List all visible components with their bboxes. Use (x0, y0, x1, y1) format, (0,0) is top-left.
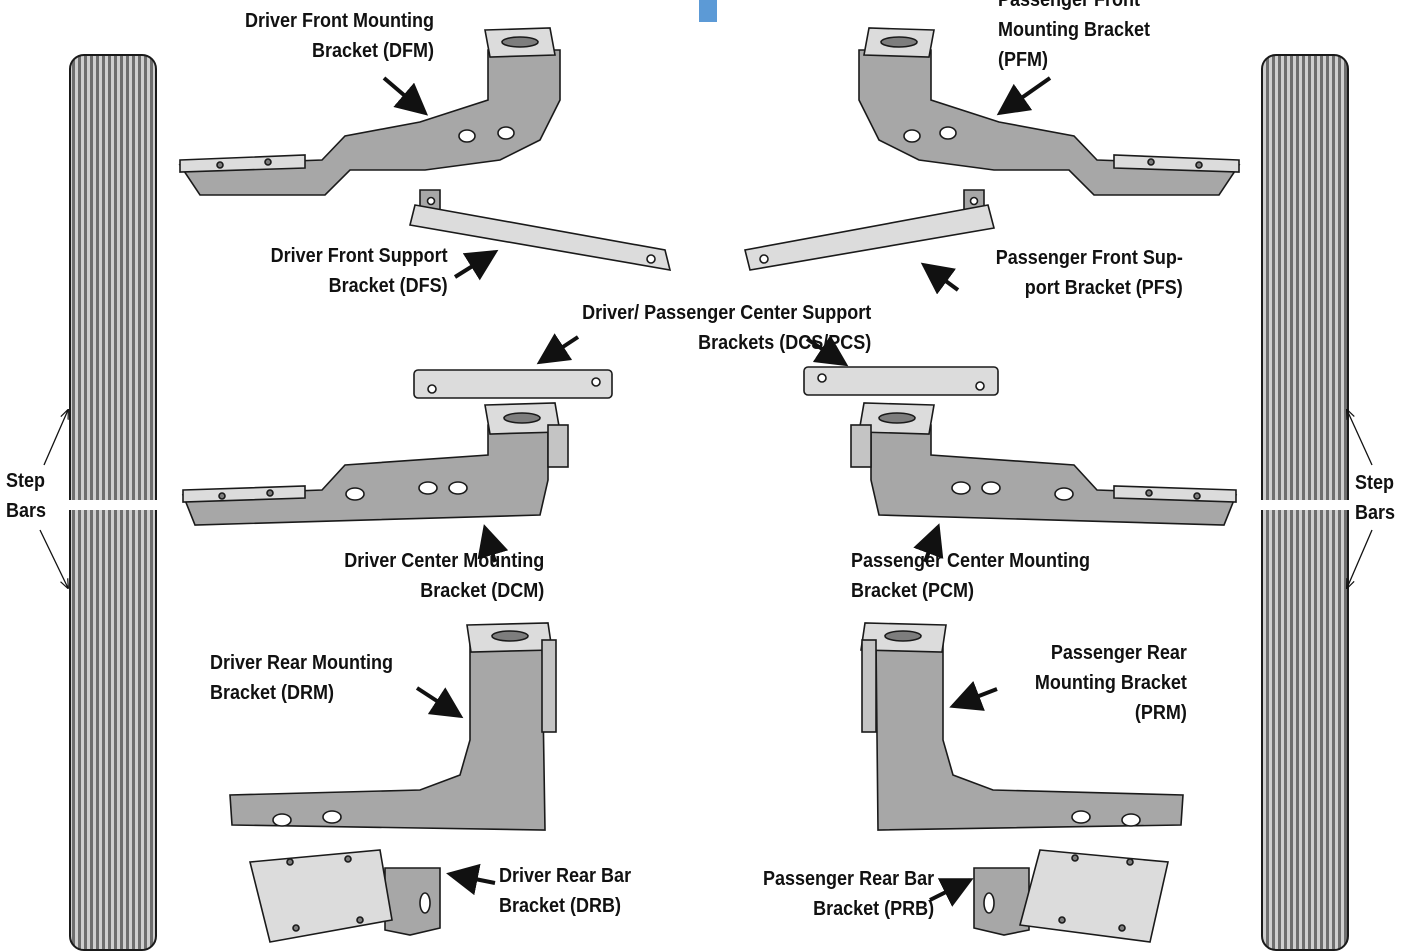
driver-center-support-bracket (413, 369, 613, 399)
arrow-dfm (382, 76, 429, 116)
step-bar-pointers (39, 410, 1373, 588)
label-arrows (382, 76, 1052, 907)
label-pfs: Passenger Front Sup-port Bracket (PFS) (995, 247, 1183, 299)
arrow-pcs (805, 335, 849, 367)
arrow-drm (415, 686, 464, 719)
accent-bar (699, 0, 717, 22)
arrow-drb (446, 863, 496, 896)
passenger-rear-bar-bracket (973, 849, 1169, 943)
arrow-dcm (477, 524, 509, 563)
passenger-rear-mounting-bracket (860, 622, 1184, 831)
arrow-dfs (453, 249, 499, 281)
driver-center-mounting-bracket (181, 402, 569, 526)
driver-front-mounting-bracket (178, 27, 561, 196)
step-arrow-left-up (43, 410, 68, 466)
driver-front-support-bracket (409, 189, 672, 271)
arrow-prm (949, 680, 998, 711)
step-bar-right (1258, 54, 1352, 951)
arrow-dcs (536, 333, 580, 365)
passenger-center-support-bracket (803, 366, 999, 396)
step-bar-left (66, 54, 160, 951)
step-arrow-right-down (1347, 529, 1373, 588)
step-arrow-right-up (1347, 410, 1373, 466)
step-arrow-left-down (39, 529, 68, 588)
driver-rear-bar-bracket (248, 849, 441, 943)
passenger-front-support-bracket (744, 189, 995, 271)
arrow-pfm (996, 76, 1052, 116)
arrow-pfs (920, 262, 960, 295)
arrow-prb (929, 878, 974, 907)
passenger-center-mounting-bracket (850, 402, 1238, 526)
passenger-front-mounting-bracket (858, 27, 1241, 196)
arrow-pcm (913, 523, 944, 563)
driver-rear-mounting-bracket (229, 622, 557, 831)
